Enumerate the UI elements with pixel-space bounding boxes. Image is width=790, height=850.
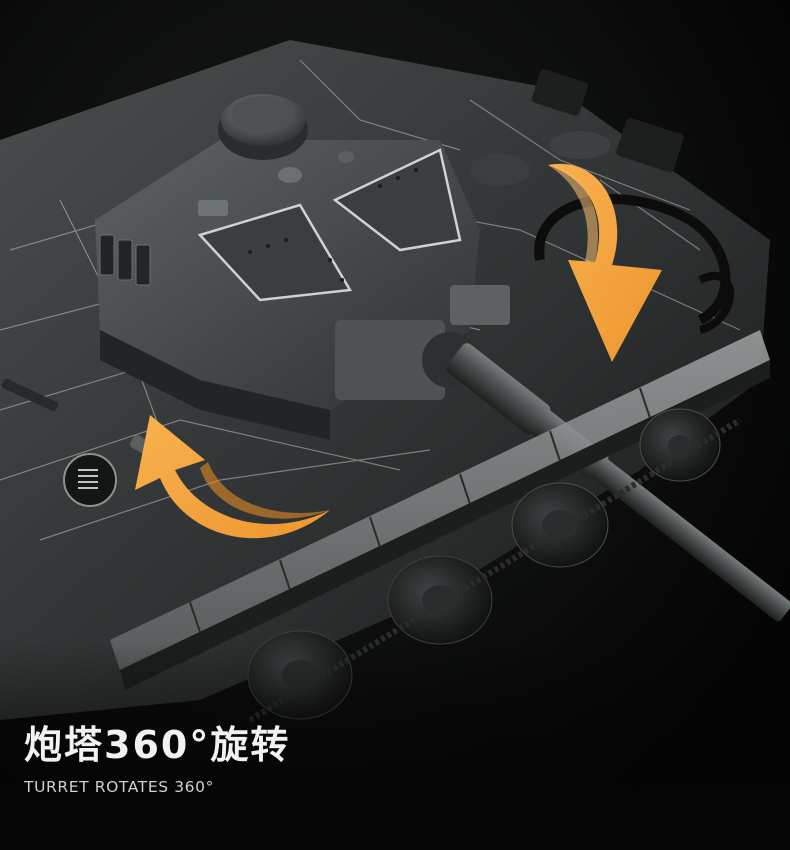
gun-mantlet [335,320,445,400]
turret-plate-left [197,203,353,302]
vision-port-slots [78,469,98,489]
rivets [248,168,418,282]
bottom-fade [0,640,790,850]
rotate-arrow-right [548,163,662,362]
track [248,417,742,723]
drive-sprocket [639,408,721,482]
rotate-arrow-left [135,415,330,539]
feature-title-cn: 炮塔360°旋转 [24,723,291,767]
commander-cupola [218,94,308,160]
vent [338,151,354,163]
road-wheel [387,555,493,645]
periscope [278,167,302,183]
fenders [110,330,770,690]
hinge [198,200,228,216]
caption-block: 炮塔360°旋转 TURRET ROTATES 360° [24,722,290,796]
smoke-dischargers [99,234,151,286]
road-wheel [511,482,609,568]
turret-plate-right [332,148,462,252]
feature-title-en: TURRET ROTATES 360° [24,778,214,796]
engine-deck [470,69,734,334]
hull-vision-port [63,453,117,507]
